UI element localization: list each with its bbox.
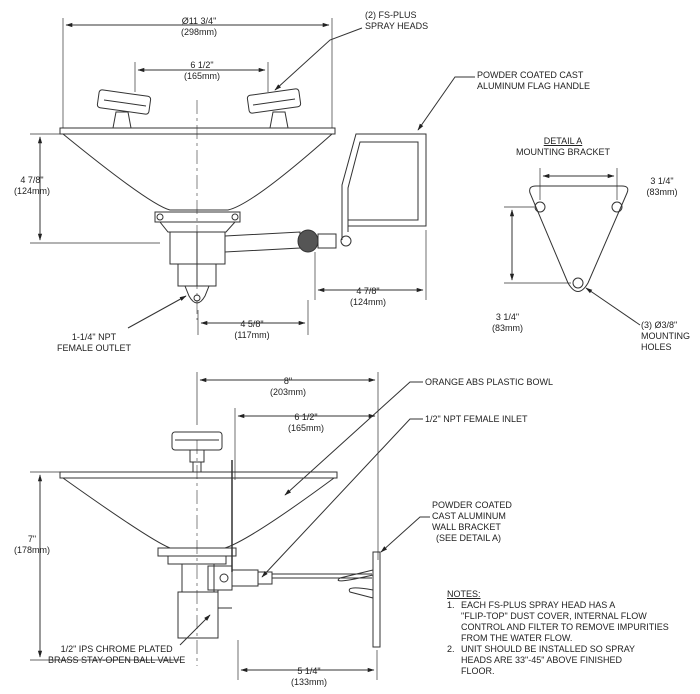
note-item: 1. EACH FS-PLUS SPRAY HEAD HAS A "FLIP-T… bbox=[447, 600, 695, 644]
dim-text: 5 1/4" bbox=[297, 666, 321, 676]
callout-text: 1/2" IPS CHROME PLATED bbox=[60, 644, 173, 654]
note-item: 2. UNIT SHOULD BE INSTALLED SO SPRAY HEA… bbox=[447, 644, 695, 677]
note-text: UNIT SHOULD BE INSTALLED SO SPRAY HEADS … bbox=[461, 644, 636, 676]
label-spray-heads: (2) FS-PLUS SPRAY HEADS bbox=[365, 10, 428, 32]
dim-text: 6 1/2" bbox=[190, 60, 214, 70]
notes-block: NOTES: 1. EACH FS-PLUS SPRAY HEAD HAS A … bbox=[447, 589, 695, 677]
dim-text: 4 7/8" bbox=[356, 286, 380, 296]
spray-head-left bbox=[96, 89, 152, 129]
label-flag-handle: POWDER COATED CAST ALUMINUM FLAG HANDLE bbox=[477, 70, 590, 92]
dim-text-metric: (117mm) bbox=[234, 330, 270, 340]
note-number: 2. bbox=[447, 644, 455, 654]
callout-text: ALUMINUM FLAG HANDLE bbox=[477, 81, 591, 91]
label-inlet: 1/2" NPT FEMALE INLET bbox=[425, 414, 528, 424]
label-handle-offset: 4 7/8" (124mm) bbox=[350, 286, 386, 308]
detail-subtitle: MOUNTING BRACKET bbox=[515, 147, 611, 157]
dim-text-metric: (165mm) bbox=[287, 423, 325, 433]
callout-text: 1-1/4" NPT bbox=[71, 332, 117, 342]
label-heads-top: 6 1/2" (165mm) bbox=[184, 60, 220, 82]
dim-text-metric: (298mm) bbox=[180, 27, 218, 37]
label-height-top: 4 7/8" (124mm) bbox=[14, 175, 50, 197]
dim-text-metric: (178mm) bbox=[14, 545, 51, 555]
wall-bracket-side bbox=[337, 551, 381, 648]
dim-text-metric: (124mm) bbox=[349, 297, 387, 307]
label-bowl: ORANGE ABS PLASTIC BOWL bbox=[425, 377, 554, 387]
label-bracket: POWDER COATED CAST ALUMINUM WALL BRACKET… bbox=[432, 500, 512, 544]
dim-text-metric: (83mm) bbox=[492, 323, 523, 333]
detail-a-bracket bbox=[504, 168, 641, 326]
label-detail-title: DETAIL A MOUNTING BRACKET bbox=[516, 136, 610, 158]
callout-text: (SEE DETAIL A) bbox=[436, 533, 502, 543]
label-detail-holes: (3) Ø3/8" MOUNTING HOLES bbox=[641, 320, 690, 353]
label-depth: 8" (203mm) bbox=[270, 376, 306, 398]
dim-text-metric: (203mm) bbox=[269, 387, 307, 397]
dim-text: 3 1/4" bbox=[650, 176, 674, 186]
callout-text: WALL BRACKET bbox=[432, 522, 501, 532]
note-text: EACH FS-PLUS SPRAY HEAD HAS A "FLIP-TOP"… bbox=[461, 600, 669, 643]
label-width-top: Ø11 3/4" (298mm) bbox=[181, 16, 217, 38]
callout-text: SPRAY HEADS bbox=[365, 21, 429, 31]
top-view bbox=[30, 18, 475, 335]
side-view bbox=[30, 372, 430, 680]
dim-text: 7" bbox=[27, 534, 37, 544]
bowl-top-view bbox=[59, 100, 336, 320]
notes-title: NOTES: bbox=[447, 589, 481, 599]
callout-text: BRASS STAY-OPEN BALL VALVE bbox=[48, 655, 186, 665]
dim-text: Ø11 3/4" bbox=[181, 16, 217, 26]
callout-text: POWDER COATED bbox=[432, 500, 512, 510]
drain-valve-side bbox=[157, 547, 372, 639]
spray-head-right bbox=[246, 88, 302, 129]
dim-text: 3 1/4" bbox=[495, 312, 520, 322]
dim-text: 4 5/8" bbox=[240, 319, 264, 329]
label-detail-width: 3 1/4" (83mm) bbox=[647, 176, 678, 198]
dim-text-metric: (133mm) bbox=[290, 677, 328, 687]
label-heads-side: 6 1/2" (165mm) bbox=[288, 412, 324, 434]
dim-text-metric: (124mm) bbox=[14, 186, 51, 196]
callout-text: POWDER COATED CAST bbox=[477, 70, 584, 80]
label-outlet-offset: 4 5/8" (117mm) bbox=[234, 319, 269, 341]
dim-text: 6 1/2" bbox=[294, 412, 318, 422]
callout-text: HOLES bbox=[641, 342, 672, 352]
callout-text: MOUNTING bbox=[641, 331, 690, 341]
pipe-valve bbox=[224, 229, 352, 253]
label-outlet: 1-1/4" NPT FEMALE OUTLET bbox=[57, 332, 131, 354]
detail-title: DETAIL A bbox=[543, 136, 583, 146]
label-detail-height: 3 1/4" (83mm) bbox=[492, 312, 523, 334]
callout-text: (3) Ø3/8" bbox=[641, 320, 678, 330]
callout-text: CAST ALUMINUM bbox=[432, 511, 506, 521]
flag-handle bbox=[341, 133, 427, 240]
drain-fitting bbox=[154, 211, 241, 304]
dim-text: 8" bbox=[283, 376, 293, 386]
dim-text-metric: (83mm) bbox=[646, 187, 678, 197]
label-bracket-offset: 5 1/4" (133mm) bbox=[291, 666, 327, 688]
callout-text: (2) FS-PLUS bbox=[365, 10, 417, 20]
bowl-side-view bbox=[59, 440, 338, 666]
dim-text-metric: (165mm) bbox=[183, 71, 221, 81]
note-number: 1. bbox=[447, 600, 455, 610]
callout-text: FEMALE OUTLET bbox=[57, 343, 132, 353]
label-height-side: 7" (178mm) bbox=[14, 534, 50, 556]
dim-text: 4 7/8" bbox=[20, 175, 44, 185]
label-valve: 1/2" IPS CHROME PLATED BRASS STAY-OPEN B… bbox=[48, 644, 185, 666]
